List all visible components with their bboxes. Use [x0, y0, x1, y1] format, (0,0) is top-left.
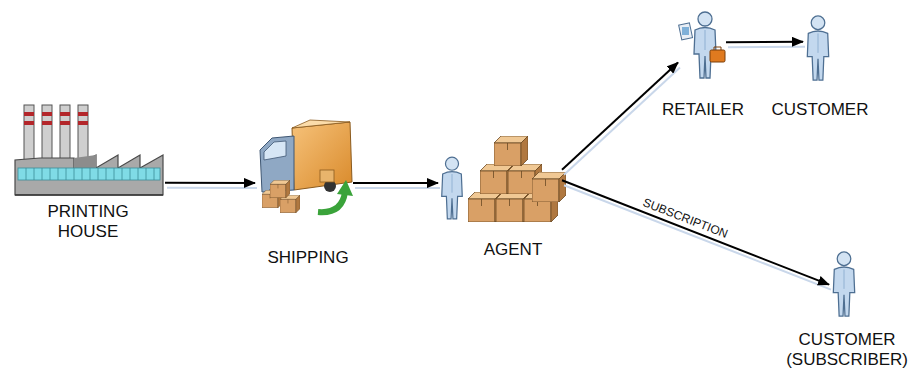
node-label: RETAILER — [662, 100, 744, 120]
icon-node: CUSTOMER — [803, 14, 833, 80]
icon-node: CUSTOMER (SUBSCRIBER) — [829, 250, 859, 318]
connector-shadow — [355, 187, 440, 189]
subscriber-icon — [833, 252, 854, 316]
connector-shadow — [564, 68, 680, 175]
retailer-icon — [679, 12, 725, 78]
flow-arrow — [562, 63, 678, 170]
edge-label: SUBSCRIPTION — [639, 196, 731, 242]
flow-arrow — [562, 180, 829, 284]
connector-shadow — [564, 185, 831, 289]
node-label: CUSTOMER (SUBSCRIBER) — [786, 330, 908, 370]
icon-node: PRINTING HOUSE — [15, 100, 165, 195]
node-label: PRINTING HOUSE — [28, 202, 148, 242]
flow-arrow — [726, 41, 803, 43]
flow-arrow — [165, 182, 255, 184]
connector-shadow — [167, 187, 257, 189]
agent-icon — [442, 136, 566, 222]
icon-node: RETAILER — [678, 10, 726, 80]
node-label: AGENT — [484, 240, 543, 260]
factory-icon — [15, 105, 163, 195]
customer-icon — [807, 16, 828, 80]
icon-node: AGENT — [438, 128, 562, 223]
truck-icon — [260, 120, 353, 213]
flow-arrow — [353, 182, 438, 184]
connector-shadow — [728, 46, 805, 48]
node-label: SHIPPING — [267, 248, 348, 268]
icon-node: SHIPPING — [255, 118, 353, 215]
node-label: CUSTOMER — [772, 100, 869, 120]
